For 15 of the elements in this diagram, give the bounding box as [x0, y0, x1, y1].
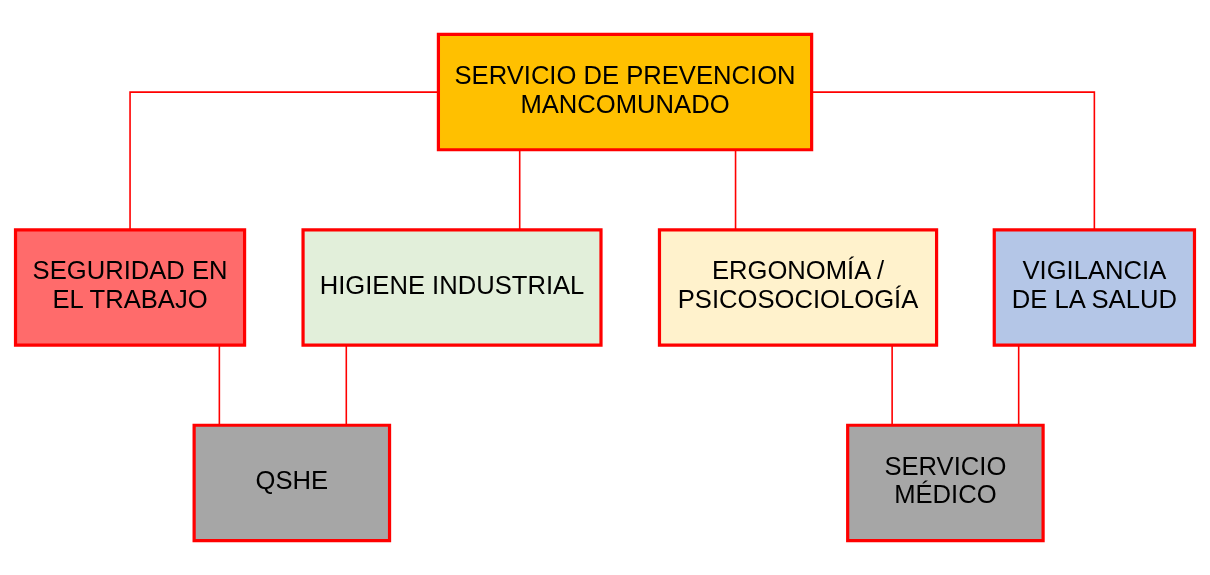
connector [518, 149, 521, 231]
node-box: ERGONOMÍA / PSICOSOCIOLOGÍA [657, 228, 939, 347]
node-box: SERVICIO DE PREVENCION MANCOMUNADO [436, 32, 814, 152]
connector [891, 344, 893, 426]
connector [811, 91, 1096, 231]
connector [218, 344, 221, 426]
node-box: VIGILANCIA DE LA SALUD [992, 228, 1197, 347]
connector [345, 344, 348, 426]
node-box: SEGURIDAD EN EL TRABAJO [13, 228, 247, 347]
connector [734, 149, 737, 231]
node-box: SERVICIO MÉDICO [846, 423, 1045, 543]
node-box: HIGIENE INDUSTRIAL [301, 228, 603, 347]
connector [129, 91, 439, 231]
connector [1017, 344, 1020, 426]
node-box: QSHE [192, 423, 392, 543]
